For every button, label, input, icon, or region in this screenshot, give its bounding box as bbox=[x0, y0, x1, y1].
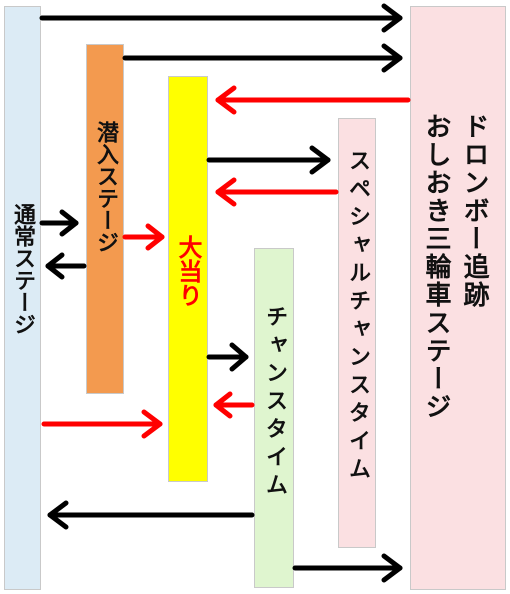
drone-chase-label: ドロンボー追跡 bbox=[459, 113, 489, 309]
special-chance-time-box: スペシャルチャンスタイム bbox=[338, 118, 376, 548]
arrow-sneak-to-drone-head bbox=[381, 43, 403, 73]
punishment-tricycle-stage-label: おしおき三輪車ステージ bbox=[421, 113, 451, 421]
sneak-stage-box: 潜入ステージ bbox=[86, 44, 124, 394]
arrow-drone-to-jackpot-head bbox=[215, 85, 237, 115]
normal-stage-box: 通常ステージ bbox=[4, 6, 41, 590]
arrow-chance-to-jackpot-head bbox=[213, 391, 233, 419]
jackpot-label: 大当り bbox=[174, 235, 202, 307]
arrow-sneak-to-jackpot-head bbox=[145, 223, 165, 251]
sneak-stage-label: 潜入ステージ bbox=[93, 121, 118, 253]
normal-stage-label: 通常ステージ bbox=[10, 203, 35, 335]
chance-time-box: チャンスタイム bbox=[254, 248, 294, 588]
arrow-chance-to-drone-head bbox=[381, 553, 403, 583]
arrow-jackpot-to-special-chance-head bbox=[309, 145, 331, 175]
arrow-sneak-to-normal-head bbox=[45, 252, 65, 280]
special-chance-time-label: スペシャルチャンスタイム bbox=[345, 149, 370, 485]
chance-time-label: チャンスタイム bbox=[262, 305, 287, 501]
arrow-normal-to-jackpot-head bbox=[141, 409, 163, 439]
drone-chase-stage-box: ドロンボー追跡 おしおき三輪車ステージ bbox=[410, 6, 506, 590]
arrow-normal-to-sneak-head bbox=[59, 209, 79, 237]
jackpot-box: 大当り bbox=[168, 76, 208, 482]
arrow-normal-to-drone-head bbox=[381, 3, 403, 33]
arrow-special-chance-to-jackpot-head bbox=[215, 177, 237, 207]
arrow-jackpot-to-chance-head bbox=[229, 342, 249, 372]
arrow-chance-to-normal-head bbox=[47, 500, 69, 530]
